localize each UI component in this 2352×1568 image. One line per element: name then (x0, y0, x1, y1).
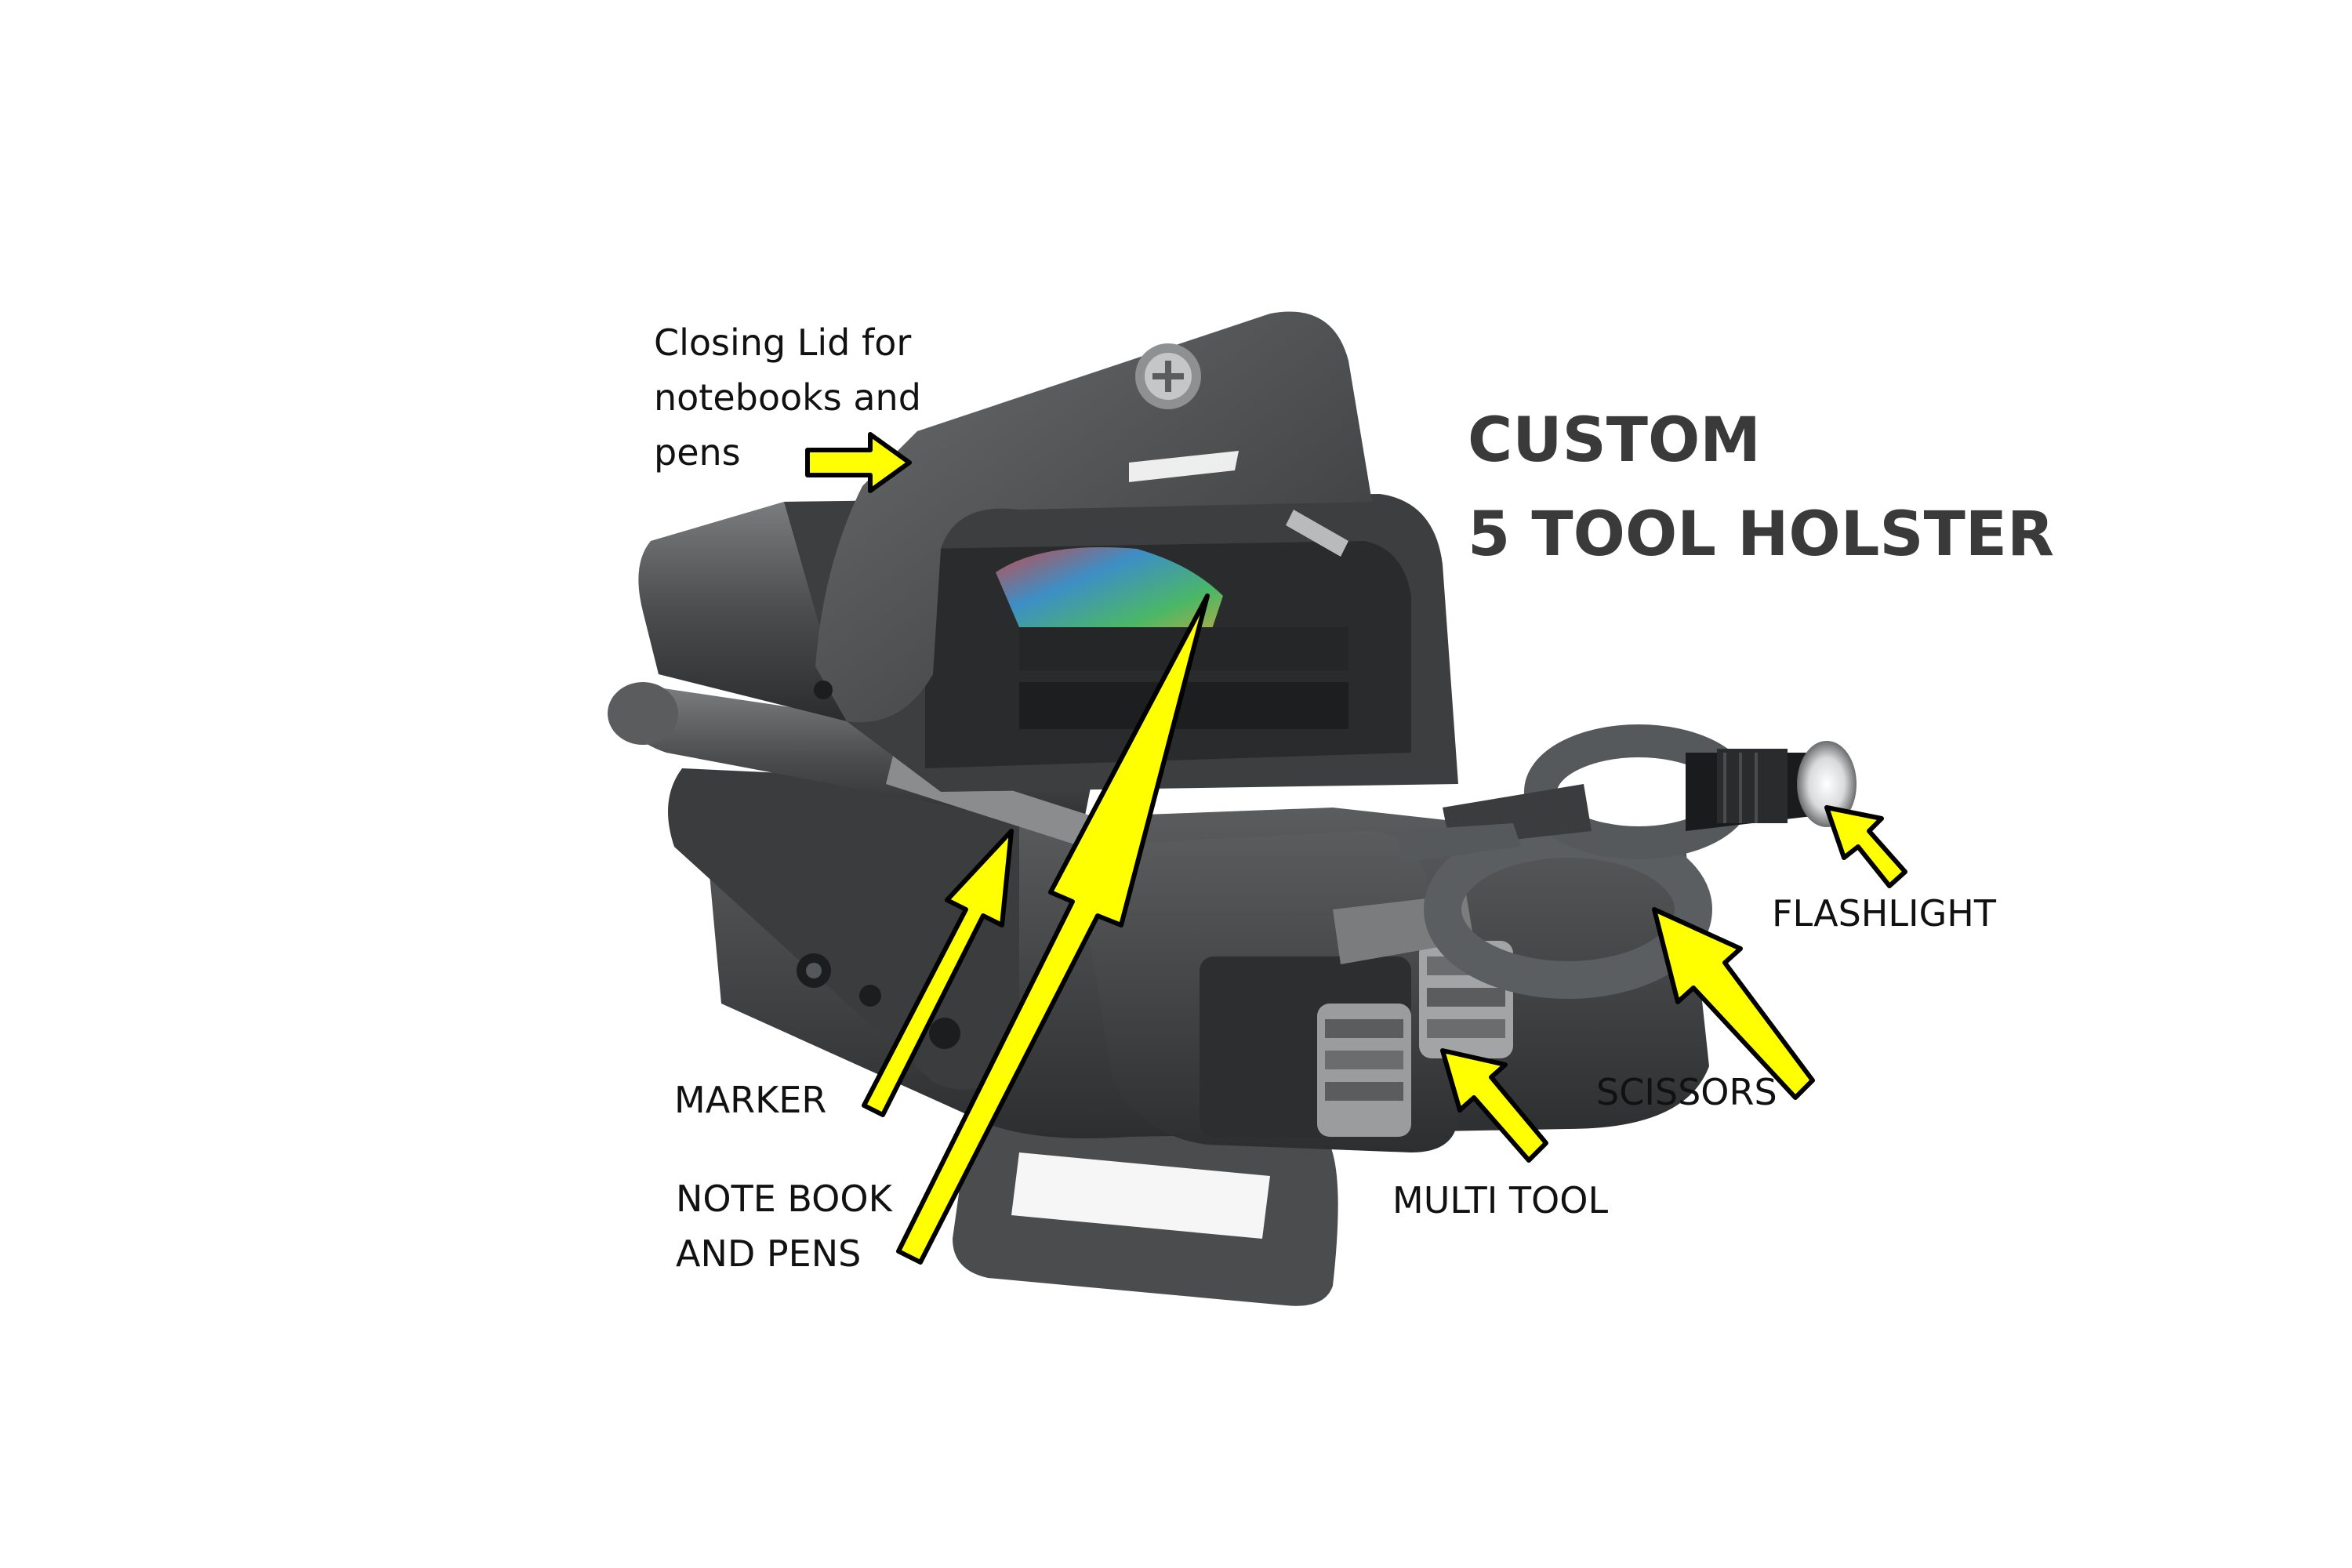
belt-clip (953, 1098, 1338, 1306)
title: CUSTOM 5 TOOL HOLSTER (1468, 394, 2054, 582)
flashlight (1686, 741, 1857, 831)
scissors-label: SCISSORS (1596, 1071, 1777, 1113)
multitool-label: MULTI TOOL (1392, 1179, 1609, 1221)
flashlight-label: FLASHLIGHT (1772, 892, 1996, 935)
multitool-arrow (1440, 1048, 1548, 1163)
title-line-1: CUSTOM (1468, 405, 1761, 476)
scissors-arrow (1652, 907, 1815, 1100)
notebook-label-line-1: NOTE BOOK (676, 1178, 892, 1220)
title-line-2: 5 TOOL HOLSTER (1468, 499, 2055, 570)
flashlight-arrow (1824, 805, 1907, 888)
lid-arrow (805, 432, 912, 493)
lid-label-line-2: notebooks and (654, 376, 921, 419)
notebook-label: NOTE BOOK AND PENS (676, 1171, 892, 1281)
lid-label: Closing Lid for notebooks and pens (654, 315, 921, 480)
lid-label-line-1: Closing Lid for (654, 321, 912, 364)
notebook-label-line-2: AND PENS (676, 1232, 862, 1275)
closing-lid (814, 311, 1372, 723)
marker-arrow (862, 829, 1014, 1117)
lid-label-line-3: pens (654, 431, 741, 474)
notebook-arrow (896, 593, 1210, 1265)
marker-label: MARKER (674, 1079, 827, 1121)
